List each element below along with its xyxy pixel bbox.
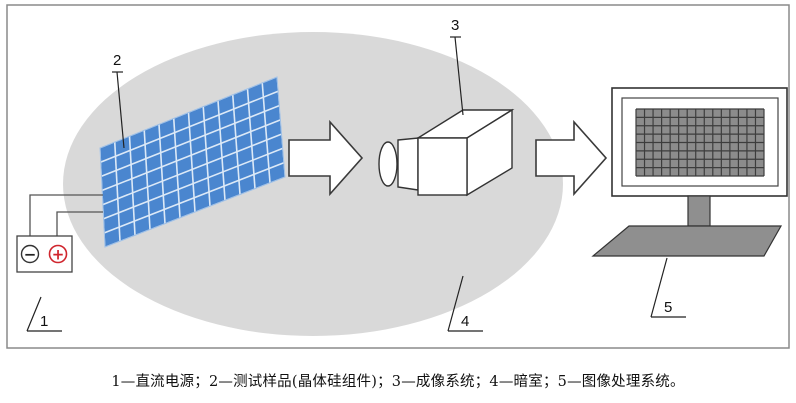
figure-caption: 1—直流电源；2—测试样品(晶体硅组件)；3—成像系统；4—暗室；5—图像处理系… — [111, 374, 685, 390]
label-5: 5 — [664, 299, 672, 316]
battery-plus-terminal — [48, 244, 68, 264]
leader-line-3 — [454, 36, 464, 116]
label-1: 1 — [40, 313, 48, 330]
leader-line-1 — [26, 296, 42, 332]
arrow-right-icon — [288, 119, 364, 197]
label-4: 4 — [461, 313, 469, 330]
label-3: 3 — [451, 17, 459, 34]
solar-panel-outline — [99, 76, 286, 248]
panel-grid-line — [172, 118, 181, 218]
camera-lens — [378, 141, 398, 187]
panel-grid-line — [261, 82, 271, 183]
wire-positive — [56, 211, 103, 236]
image-processing-system — [591, 87, 788, 257]
panel-grid-line — [102, 133, 282, 206]
wire-negative — [29, 194, 103, 236]
battery-minus-symbol: − — [24, 246, 37, 264]
dc-power-supply: − + — [16, 194, 103, 273]
panel-grid-line — [100, 90, 279, 163]
panel-grid-line — [101, 119, 281, 192]
panel-grid-line — [187, 112, 196, 213]
battery-minus-terminal — [20, 244, 40, 264]
monitor-screen-grid — [635, 108, 765, 177]
panel-grid-line — [103, 161, 285, 234]
diagram-canvas: − + 2 3 1 4 5 — [6, 4, 790, 349]
solar-panel-grid — [100, 82, 285, 242]
panel-grid-line — [113, 142, 121, 242]
leader-line-4 — [447, 275, 464, 332]
leader-lines — [26, 36, 686, 332]
panel-grid-line — [143, 130, 151, 230]
panel-grid-line — [202, 106, 211, 207]
leader-line-5 — [650, 257, 668, 318]
panel-grid-line — [128, 136, 136, 236]
battery-plus-symbol: + — [52, 246, 65, 264]
label-2: 2 — [113, 52, 121, 69]
panel-grid-line — [231, 94, 241, 195]
panel-grid-line — [246, 88, 256, 189]
panel-grid-line — [158, 124, 166, 224]
leader-line-2 — [116, 71, 125, 149]
keyboard — [591, 225, 783, 257]
arrow-right-icon — [535, 119, 608, 197]
darkroom-ellipse — [63, 32, 563, 336]
solar-panel — [99, 76, 286, 248]
camera-lens-barrel — [397, 137, 419, 191]
panel-grid-line — [217, 100, 226, 201]
camera-front-face — [417, 137, 468, 196]
panel-grid-line — [103, 147, 284, 220]
panel-grid-line — [101, 104, 280, 178]
camera-imaging-system — [378, 108, 515, 197]
monitor-stand — [687, 195, 711, 227]
